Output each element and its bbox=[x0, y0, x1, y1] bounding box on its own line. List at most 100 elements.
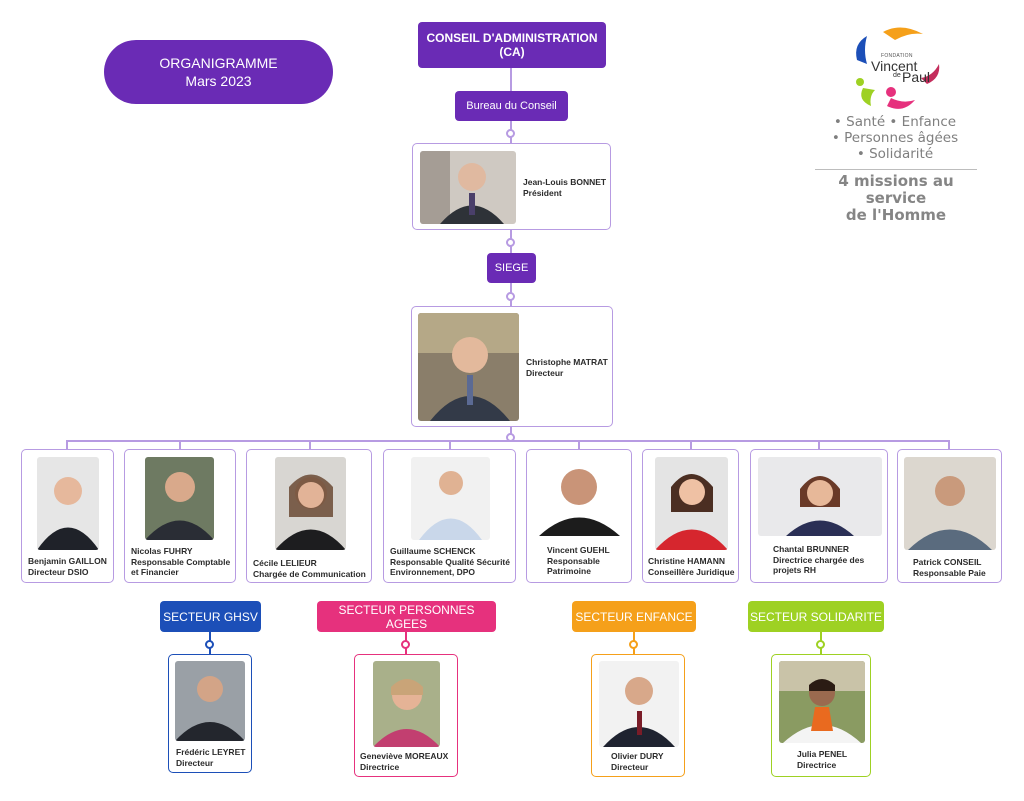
sector-director-photo bbox=[779, 661, 865, 743]
tagline: 4 missions au service de l'Homme bbox=[806, 173, 986, 224]
staff-card[interactable]: Nicolas FUHRY Responsable Comptable et F… bbox=[124, 449, 236, 583]
connector bbox=[179, 440, 181, 450]
page-title: ORGANIGRAMME bbox=[159, 55, 278, 71]
staff-photo bbox=[904, 457, 996, 550]
sector-director-role: Directrice bbox=[797, 759, 837, 770]
staff-photo bbox=[758, 457, 882, 536]
staff-bus-line bbox=[66, 440, 950, 442]
connector-dot bbox=[816, 640, 825, 649]
staff-card[interactable]: Guillaume SCHENCK Responsable Qualité Sé… bbox=[383, 449, 516, 583]
foundation-logo: FONDATION Vincent de Paul bbox=[849, 24, 941, 112]
staff-name: Christine HAMANN bbox=[648, 556, 725, 566]
bureau-label: Bureau du Conseil bbox=[466, 100, 557, 112]
sector-director-name: Geneviève MOREAUX bbox=[360, 751, 449, 761]
bureau-node[interactable]: Bureau du Conseil bbox=[455, 91, 568, 121]
sector-director-card[interactable]: Geneviève MOREAUX Directrice bbox=[354, 654, 458, 777]
staff-name: Vincent GUEHL bbox=[547, 545, 610, 555]
sector-director-card[interactable]: Julia PENEL Directrice bbox=[771, 654, 871, 777]
siege-label: SIEGE bbox=[494, 262, 529, 274]
director-role: Directeur bbox=[526, 367, 564, 378]
staff-role: Responsable Paie bbox=[913, 567, 986, 578]
staff-role: Conseillère Juridique bbox=[648, 566, 735, 577]
sector-ghsv-node[interactable]: SECTEUR GHSV bbox=[160, 601, 261, 632]
director-name: Christophe MATRAT bbox=[526, 357, 608, 367]
logo-foundation: FONDATION bbox=[881, 53, 913, 59]
staff-card[interactable]: Chantal BRUNNER Directrice chargée des p… bbox=[750, 449, 888, 583]
siege-node[interactable]: SIEGE bbox=[487, 253, 536, 283]
staff-card[interactable]: Cécile LELIEUR Chargée de Communication bbox=[246, 449, 372, 583]
missions-line: • Solidarité bbox=[856, 146, 934, 162]
staff-role: Directrice chargée des projets RH bbox=[773, 554, 865, 576]
staff-photo bbox=[655, 457, 728, 550]
connector-dot bbox=[506, 292, 515, 301]
sector-personnes-agees-node[interactable]: SECTEUR PERSONNES AGEES bbox=[317, 601, 496, 632]
staff-photo bbox=[145, 457, 214, 540]
sector-director-card[interactable]: Olivier DURY Directeur bbox=[591, 654, 685, 777]
connector-dot bbox=[629, 640, 638, 649]
missions-list: • Santé • Enfance • Personnes âgées • So… bbox=[810, 114, 980, 162]
foundation-logo-mark-icon bbox=[856, 27, 940, 109]
staff-role: Directeur DSIO bbox=[28, 566, 89, 577]
sector-director-photo bbox=[373, 661, 440, 747]
staff-photo bbox=[275, 457, 346, 550]
sector-solidarite-node[interactable]: SECTEUR SOLIDARITE bbox=[748, 601, 884, 632]
connector bbox=[510, 68, 512, 92]
connector-dot bbox=[401, 640, 410, 649]
staff-name: Guillaume SCHENCK bbox=[390, 546, 476, 556]
sector-director-name: Frédéric LEYRET bbox=[176, 747, 246, 757]
logo-brand-paul: Paul bbox=[902, 69, 931, 85]
president-photo bbox=[420, 151, 516, 224]
staff-photo bbox=[411, 457, 490, 540]
staff-card[interactable]: Patrick CONSEIL Responsable Paie bbox=[897, 449, 1002, 583]
ca-label-abbr: (CA) bbox=[499, 45, 525, 59]
sector-label: SECTEUR PERSONNES AGEES bbox=[338, 602, 475, 631]
sector-director-card[interactable]: Frédéric LEYRET Directeur bbox=[168, 654, 252, 773]
staff-role: Responsable Qualité Sécurité Environneme… bbox=[390, 556, 510, 578]
sector-director-name: Julia PENEL bbox=[797, 749, 848, 759]
connector bbox=[449, 440, 451, 450]
connector bbox=[578, 440, 580, 450]
sector-director-photo bbox=[599, 661, 679, 747]
staff-card[interactable]: Vincent GUEHL Responsable Patrimoine bbox=[526, 449, 632, 583]
director-card[interactable]: Christophe MATRAT Directeur bbox=[411, 306, 613, 427]
president-card[interactable]: Jean-Louis BONNET Président bbox=[412, 143, 611, 230]
connector bbox=[309, 440, 311, 450]
page-date: Mars 2023 bbox=[185, 73, 252, 89]
sector-enfance-node[interactable]: SECTEUR ENFANCE bbox=[572, 601, 696, 632]
sector-director-name: Olivier DURY bbox=[611, 751, 664, 761]
staff-card[interactable]: Benjamin GAILLON Directeur DSIO bbox=[21, 449, 114, 583]
sector-label: SECTEUR SOLIDARITE bbox=[749, 609, 883, 624]
connector bbox=[690, 440, 692, 450]
president-name: Jean-Louis BONNET bbox=[523, 177, 607, 187]
tagline-line: de l'Homme bbox=[845, 206, 947, 224]
staff-name: Patrick CONSEIL bbox=[913, 557, 982, 567]
staff-card[interactable]: Christine HAMANN Conseillère Juridique bbox=[642, 449, 739, 583]
staff-name: Benjamin GAILLON bbox=[28, 556, 107, 566]
sector-director-role: Directeur bbox=[611, 761, 649, 772]
logo-divider bbox=[815, 169, 977, 170]
staff-role: Responsable Patrimoine bbox=[547, 555, 600, 577]
connector-dot bbox=[506, 238, 515, 247]
staff-name: Cécile LELIEUR bbox=[253, 558, 317, 568]
connector bbox=[818, 440, 820, 450]
logo-brand-de: de bbox=[893, 72, 901, 79]
president-role: Président bbox=[523, 187, 562, 198]
sector-director-photo bbox=[175, 661, 245, 741]
director-photo bbox=[418, 313, 519, 421]
missions-line: • Santé • Enfance bbox=[833, 114, 957, 130]
staff-photo bbox=[533, 457, 626, 536]
tagline-line: 4 missions au service bbox=[838, 172, 954, 207]
connector bbox=[948, 440, 950, 450]
staff-role: Responsable Comptable et Financier bbox=[131, 556, 231, 578]
sector-label: SECTEUR ENFANCE bbox=[575, 609, 693, 624]
organigram-title-badge: ORGANIGRAMME Mars 2023 bbox=[104, 40, 333, 104]
staff-name: Chantal BRUNNER bbox=[773, 544, 850, 554]
staff-role: Chargée de Communication bbox=[253, 568, 366, 579]
staff-name: Nicolas FUHRY bbox=[131, 546, 193, 556]
ca-node[interactable]: CONSEIL D'ADMINISTRATION (CA) bbox=[418, 22, 606, 68]
connector-dot bbox=[506, 129, 515, 138]
logo-brand: Vincent bbox=[871, 58, 918, 74]
sector-director-role: Directrice bbox=[360, 761, 400, 772]
staff-photo bbox=[37, 457, 99, 550]
sector-director-role: Directeur bbox=[176, 757, 214, 768]
